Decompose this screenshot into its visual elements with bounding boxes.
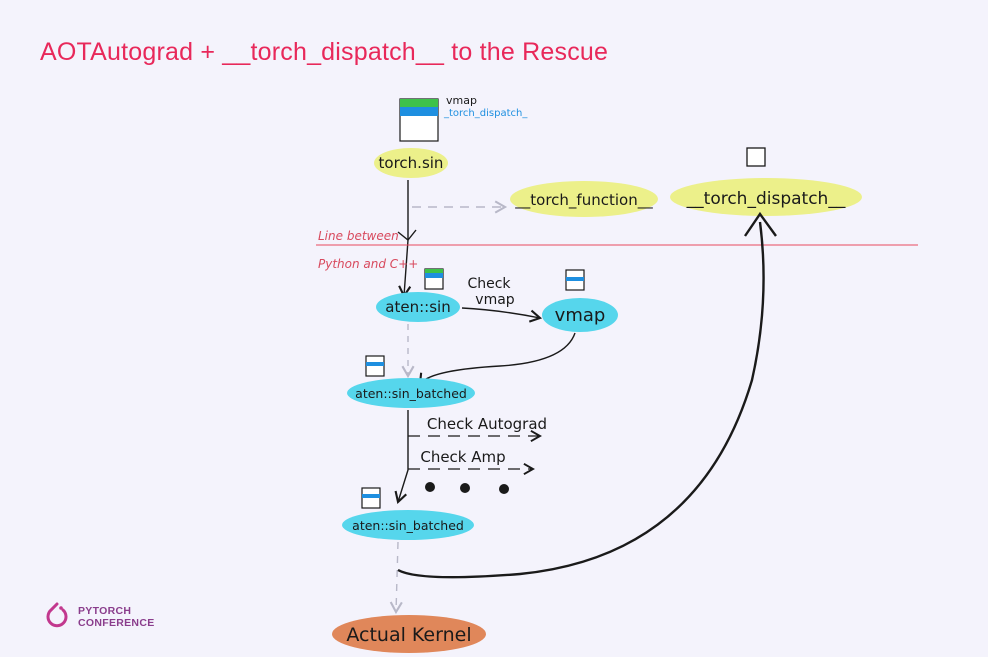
edge-label-check-autograd: Check Autograd (427, 415, 547, 433)
pytorch-conference-logo: PYTORCH CONFERENCE (44, 602, 155, 632)
edge-aten-sin-to-vmap (461, 307, 543, 323)
edge-to-torch-dispatch (397, 221, 765, 579)
edge-label-vmap: vmap (475, 292, 515, 308)
node-torch-dispatch: __torch_dispatch__ (670, 147, 862, 216)
node-torch-sin: torch.sin (374, 148, 448, 178)
brand-line1: PYTORCH (78, 605, 132, 617)
pytorch-flame-icon (46, 602, 68, 628)
slide-title: AOTAutograd + __torch_dispatch__ to the … (40, 38, 609, 66)
legend-vmap-label: vmap (446, 94, 477, 107)
edge-vmap-to-sin-batched (418, 332, 576, 386)
torch-dispatch-arrowhead (744, 211, 777, 237)
ellipsis-dot (425, 482, 435, 492)
node-actual-kernel-label: Actual Kernel (346, 624, 471, 646)
edge-label-check: Check (467, 276, 511, 292)
node-aten-sin-batched-2-label: aten::sin_batched (352, 518, 464, 533)
edge-batched-to-batched (394, 410, 409, 505)
node-torch-function: __torch_function__ (510, 181, 658, 217)
edge-to-actual-kernel (389, 541, 403, 615)
legend-torch-dispatch-label: _torch_dispatch_ (443, 108, 528, 119)
node-torch-sin-label: torch.sin (379, 154, 444, 172)
boundary-label-line1: Line between (318, 229, 399, 243)
brand-line2: CONFERENCE (78, 617, 155, 629)
empty-dispatch-stack (746, 147, 766, 167)
node-torch-dispatch-label: __torch_dispatch__ (686, 189, 846, 209)
node-vmap: vmap (542, 269, 618, 332)
dispatch-key-stack-legend: vmap _torch_dispatch_ (399, 94, 528, 142)
node-aten-sin-batched-2: aten::sin_batched (342, 487, 474, 540)
node-torch-function-label: __torch_function__ (514, 191, 653, 210)
python-cpp-boundary: Line between Python and C++ (316, 229, 918, 271)
node-aten-sin-label: aten::sin (385, 298, 450, 316)
node-aten-sin-batched-1: aten::sin_batched (347, 355, 475, 408)
node-aten-sin-batched-1-label: aten::sin_batched (355, 386, 467, 401)
node-actual-kernel: Actual Kernel (332, 615, 486, 653)
node-aten-sin: aten::sin (376, 268, 460, 322)
node-vmap-label: vmap (555, 305, 606, 326)
boundary-label-line2: Python and C++ (318, 257, 418, 271)
edge-label-check-amp: Check Amp (420, 448, 505, 466)
ellipsis-dot (499, 484, 509, 494)
mid-arrowhead (397, 229, 417, 241)
ellipsis-dot (460, 483, 470, 493)
